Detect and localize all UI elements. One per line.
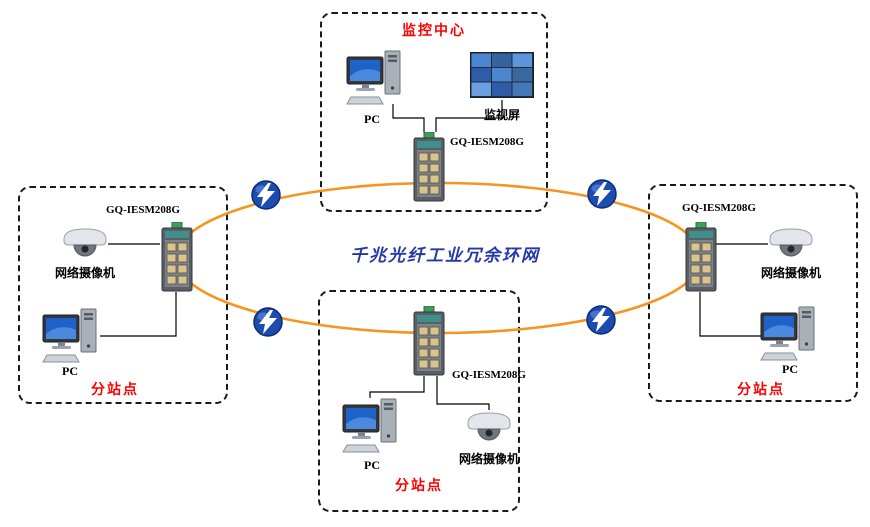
pc-icon bbox=[42, 308, 100, 364]
switch-icon bbox=[412, 305, 446, 376]
site-label-monitoring-center: 监控中心 bbox=[402, 24, 466, 39]
site-label-right-branch: 分站点 bbox=[737, 383, 785, 398]
lightning-icon bbox=[587, 179, 617, 209]
lightning-icon bbox=[253, 307, 283, 337]
switch-icon bbox=[160, 221, 194, 292]
switch-model-label: GQ-IESM208G bbox=[682, 202, 756, 214]
camera-label: 网络摄像机 bbox=[458, 452, 519, 466]
pc-label: PC bbox=[364, 112, 380, 126]
pc-label: PC bbox=[62, 364, 78, 378]
switch-model-label: GQ-IESM208G bbox=[106, 204, 180, 216]
switch-model-label: GQ-IESM208G bbox=[452, 369, 526, 381]
dome-camera-icon bbox=[62, 226, 108, 258]
video-wall-icon bbox=[469, 51, 535, 99]
lightning-icon bbox=[586, 305, 616, 335]
site-box-right-branch bbox=[648, 184, 858, 402]
pc-icon bbox=[346, 50, 404, 106]
switch-icon bbox=[412, 131, 446, 202]
switch-icon bbox=[684, 221, 718, 292]
dome-camera-icon bbox=[768, 226, 814, 258]
switch-model-label: GQ-IESM208G bbox=[450, 136, 524, 148]
site-label-bottom-branch: 分站点 bbox=[395, 479, 443, 494]
pc-label: PC bbox=[364, 458, 380, 472]
camera-label: 网络摄像机 bbox=[760, 266, 821, 280]
camera-label: 网络摄像机 bbox=[54, 266, 115, 280]
pc-label: PC bbox=[782, 362, 798, 376]
lightning-icon bbox=[251, 180, 281, 210]
site-label-left-branch: 分站点 bbox=[91, 383, 139, 398]
pc-icon bbox=[342, 398, 400, 454]
dome-camera-icon bbox=[466, 410, 512, 442]
video-wall-label: 监视屏 bbox=[483, 108, 520, 122]
pc-icon bbox=[760, 306, 818, 362]
ring-title: 千兆光纤工业冗余环网 bbox=[350, 246, 540, 265]
